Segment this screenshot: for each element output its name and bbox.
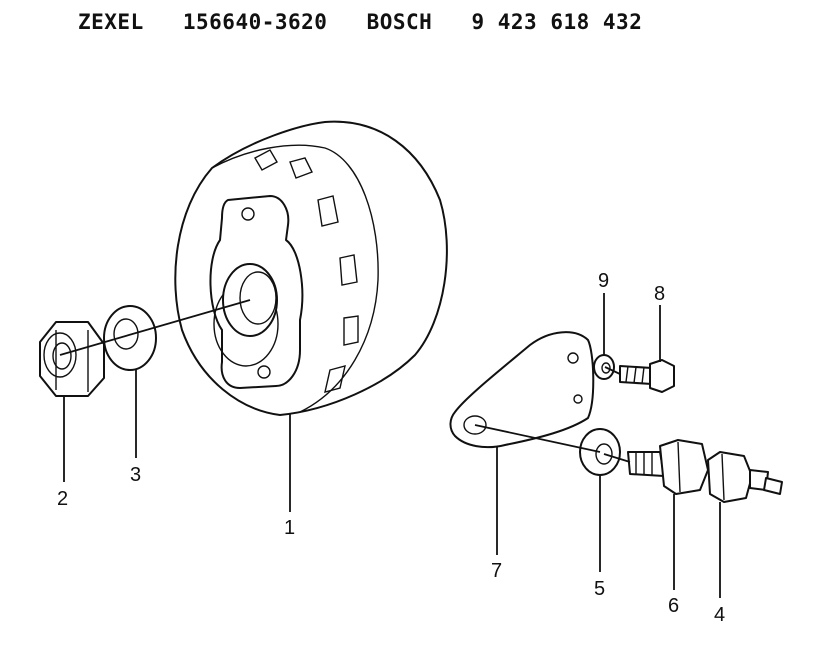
part-8-bolt (619, 359, 675, 393)
callout-6: 6 (668, 595, 679, 617)
callout-7: 7 (491, 560, 502, 582)
callout-labels: 1 2 3 4 5 6 7 8 9 (57, 270, 725, 626)
callout-1: 1 (284, 517, 295, 539)
maker-bosch: BOSCH (366, 10, 433, 34)
callout-8: 8 (654, 283, 665, 305)
part-6-sensor-body (627, 439, 709, 495)
callout-3: 3 (130, 464, 141, 486)
part-9-small-washer (593, 354, 615, 380)
callout-5: 5 (594, 578, 605, 600)
part-7-bracket (449, 331, 595, 449)
header-part-numbers: ZEXEL 156640-3620 BOSCH 9 423 618 432 (78, 10, 668, 34)
leader-lines (63, 293, 721, 598)
part-3-washer (103, 305, 157, 371)
part-1-governor-housing (174, 120, 448, 416)
callout-4: 4 (714, 604, 725, 626)
callout-2: 2 (57, 488, 68, 510)
maker-zexel: ZEXEL (78, 10, 144, 34)
bosch-part-number: 9 423 618 432 (471, 10, 643, 34)
part-2-hex-nut (39, 321, 105, 397)
assembly-lines (59, 299, 631, 463)
part-4-lock-nut (707, 451, 783, 503)
callout-9: 9 (598, 270, 609, 292)
zexel-part-number: 156640-3620 (182, 10, 328, 34)
